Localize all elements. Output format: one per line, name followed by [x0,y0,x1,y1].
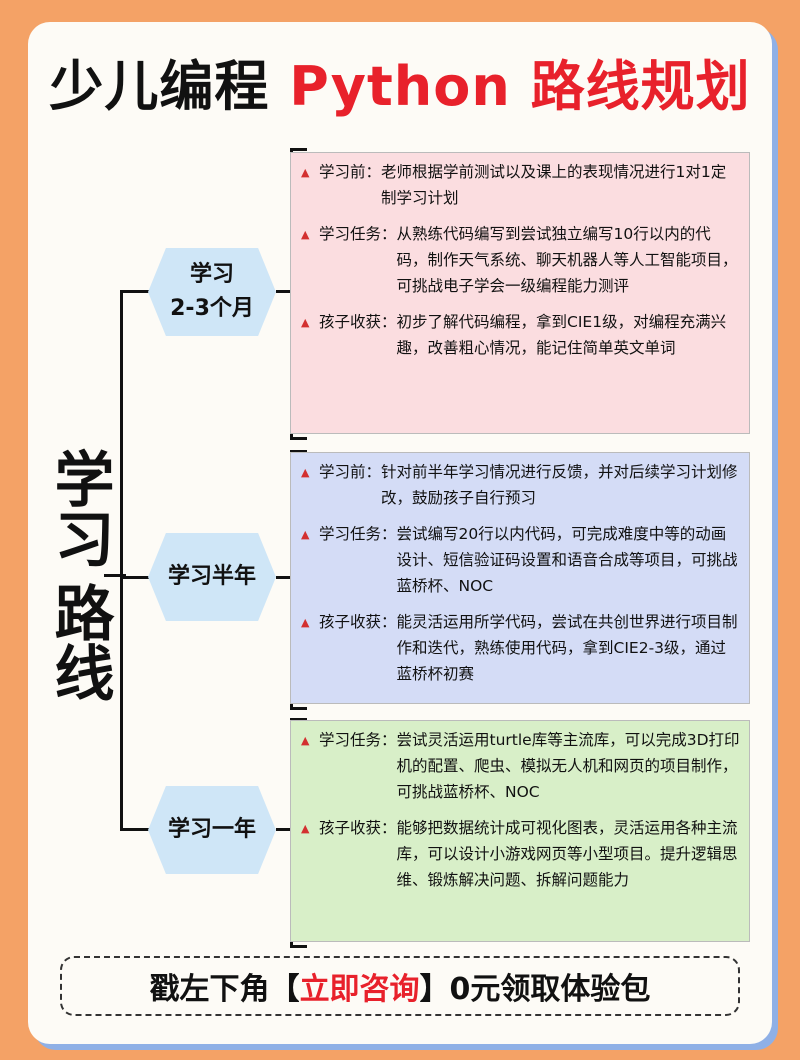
item-label: 学习任务： [319,731,397,749]
item-label: 孩子收获： [319,613,397,631]
item-label: 学习前： [319,463,382,481]
list-item: ▲ 学习前：针对前半年学习情况进行反馈，并对后续学习计划修改，鼓励孩子自行预习 [301,459,741,511]
page-title: 少儿编程 Python 路线规划 [0,52,800,122]
item-text: 尝试编写20行以内代码，可完成难度中等的动画设计、短信验证码设置和语音合成等项目… [396,525,738,595]
item-label: 学习任务： [319,525,397,543]
root-label: 学习 路线 [42,448,114,702]
root-label-line-2: 路线 [44,582,114,702]
list-item: ▲ 学习任务：尝试编写20行以内代码，可完成难度中等的动画设计、短信验证码设置和语… [301,521,741,599]
hex-3-connector [276,828,290,831]
root-label-line-1: 学习 [44,448,114,568]
title-part-2: Python 路线规划 [289,55,751,118]
item-label: 孩子收获： [319,313,397,331]
consult-link[interactable]: 立即咨询 [299,972,420,1007]
list-item: ▲ 学习任务：尝试灵活运用turtle库等主流库，可以完成3D打印机的配置、爬虫、… [301,727,741,805]
trunk-line [120,290,123,830]
triangle-bullet-icon: ▲ [301,166,310,179]
list-item: ▲ 学习任务：从熟练代码编写到尝试独立编写10行以内的代码，制作天气系统、聊天机器… [301,221,741,299]
stage-3-details: ▲ 学习任务：尝试灵活运用turtle库等主流库，可以完成3D打印机的配置、爬虫、… [290,720,750,942]
stage-1-node: 学习 2-3个月 [148,248,276,336]
item-text: 能灵活运用所学代码，尝试在共创世界进行项目制作和迭代，熟练使用代码，拿到CIE2… [396,613,738,683]
triangle-bullet-icon: ▲ [301,228,310,241]
branch-2-line [120,576,152,579]
banner-suffix: 】0元领取体验包 [419,972,651,1007]
triangle-bullet-icon: ▲ [301,734,310,747]
item-label: 孩子收获： [319,819,397,837]
triangle-bullet-icon: ▲ [301,616,310,629]
consult-banner[interactable]: 戳左下角【立即咨询】0元领取体验包 [60,956,740,1016]
hex-2-connector [276,576,290,579]
list-item: ▲ 孩子收获：能灵活运用所学代码，尝试在共创世界进行项目制作和迭代，熟练使用代码，… [301,609,741,687]
triangle-bullet-icon: ▲ [301,316,310,329]
item-text: 初步了解代码编程，拿到CIE1级，对编程充满兴趣，改善粗心情况，能记住简单英文单… [396,313,727,357]
item-label: 学习任务： [319,225,397,243]
triangle-bullet-icon: ▲ [301,528,310,541]
item-text: 从熟练代码编写到尝试独立编写10行以内的代码，制作天气系统、聊天机器人等人工智能… [396,225,738,295]
stage-3-label: 学习一年 [167,817,256,842]
branch-3-line [120,828,152,831]
item-label: 学习前： [319,163,382,181]
stage-1-details: ▲ 学习前：老师根据学前测试以及课上的表现情况进行1对1定制学习计划 ▲ 学习任务：… [290,152,750,434]
banner-prefix: 戳左下角【 [149,972,300,1007]
item-text: 能够把数据统计成可视化图表，灵活运用各种主流库，可以设计小游戏网页等小型项目。提… [396,819,738,889]
stage-2-node: 学习半年 [148,533,276,621]
item-text: 尝试灵活运用turtle库等主流库，可以完成3D打印机的配置、爬虫、模拟无人机和… [396,731,740,801]
item-text: 老师根据学前测试以及课上的表现情况进行1对1定制学习计划 [381,163,727,207]
stage-1-label-line-1: 学习 [189,262,234,287]
branch-1-line [120,290,152,293]
triangle-bullet-icon: ▲ [301,466,310,479]
stage-2-label: 学习半年 [167,564,256,589]
root-connector [104,574,126,577]
item-text: 针对前半年学习情况进行反馈，并对后续学习计划修改，鼓励孩子自行预习 [381,463,738,507]
stage-1-label-line-2: 2-3个月 [170,296,254,321]
stage-2-details: ▲ 学习前：针对前半年学习情况进行反馈，并对后续学习计划修改，鼓励孩子自行预习 ▲… [290,452,750,704]
triangle-bullet-icon: ▲ [301,822,310,835]
list-item: ▲ 孩子收获：能够把数据统计成可视化图表，灵活运用各种主流库，可以设计小游戏网页等… [301,815,741,893]
stage-3-node: 学习一年 [148,786,276,874]
title-part-1: 少儿编程 [49,55,270,118]
list-item: ▲ 学习前：老师根据学前测试以及课上的表现情况进行1对1定制学习计划 [301,159,741,211]
hex-1-connector [276,290,290,293]
list-item: ▲ 孩子收获：初步了解代码编程，拿到CIE1级，对编程充满兴趣，改善粗心情况，能记… [301,309,741,361]
